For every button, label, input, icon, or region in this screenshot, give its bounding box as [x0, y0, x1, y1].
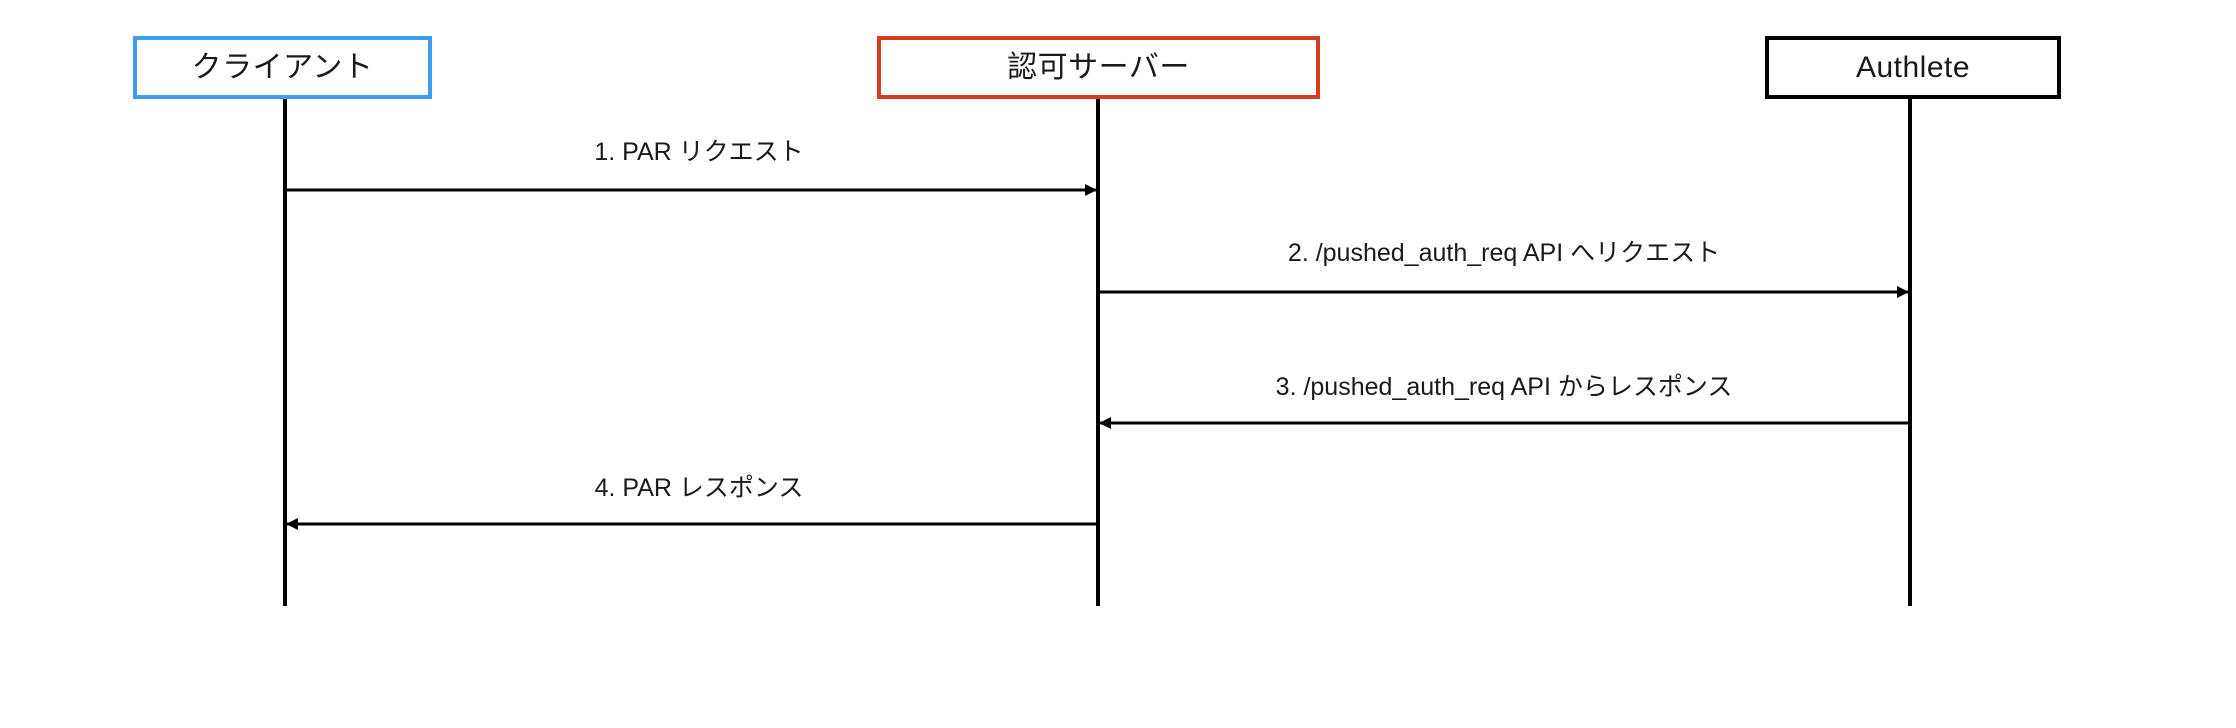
lifelines-group [283, 99, 1912, 606]
message-label-1: 1. PAR リクエスト [594, 138, 804, 166]
message-label-2: 2. /pushed_auth_req API へリクエスト [1287, 239, 1721, 267]
actor-label-authorization-server: 認可サーバー [1007, 50, 1190, 84]
actor-box-authorization-server[interactable]: 認可サーバー [877, 36, 1320, 99]
actor-label-client: クライアント [191, 50, 374, 84]
actor-box-authlete[interactable]: Authlete [1765, 36, 2061, 99]
actor-box-client[interactable]: クライアント [133, 36, 432, 99]
message-arrows-group [286, 184, 1909, 530]
message-label-3: 3. /pushed_auth_req API からレスポンス [1275, 373, 1733, 401]
actor-label-authlete: Authlete [1855, 50, 1971, 84]
message-label-4: 4. PAR レスポンス [594, 474, 804, 502]
